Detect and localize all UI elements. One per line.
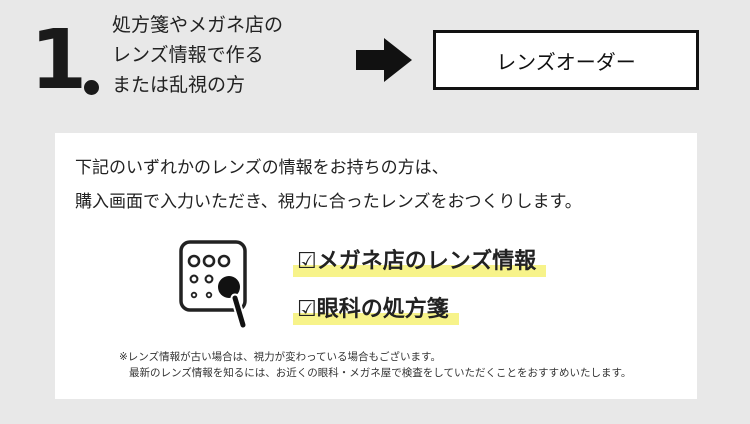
option-prescription-label: ☑眼科の処方箋 [297,297,449,322]
step-number: 1 [30,13,87,108]
footnote: ※レンズ情報が古い場合は、視力が変わっている場合もございます。 最新のレンズ情報… [119,349,631,381]
step-description-line: 処方箋やメガネ店の [112,14,284,36]
footnote-line: ※レンズ情報が古い場合は、視力が変わっている場合もございます。 [119,351,442,363]
info-intro-line: 下記のいずれかのレンズの情報をお持ちの方は、 [75,158,449,178]
step-description-line: レンズ情報で作る [112,44,264,66]
option-lens-info-label: ☑メガネ店のレンズ情報 [297,249,537,274]
info-intro: 下記のいずれかのレンズの情報をお持ちの方は、 購入画面で入力いただき、視力に合っ… [75,151,582,219]
option-prescription: ☑眼科の処方箋 [293,291,459,325]
info-intro-line: 購入画面で入力いただき、視力に合ったレンズをおつくりします。 [75,192,582,212]
eye-chart-magnifier-icon [179,240,248,330]
option-lens-info: ☑メガネ店のレンズ情報 [293,243,547,277]
info-card: 下記のいずれかのレンズの情報をお持ちの方は、 購入画面で入力いただき、視力に合っ… [55,133,697,399]
highlight-marker [293,313,459,325]
lens-order-button[interactable]: レンズオーダー [433,30,699,90]
footnote-line: 最新のレンズ情報を知るには、お近くの眼科・メガネ屋で検査をしていただくことをおす… [129,367,632,379]
step-description: 処方箋やメガネ店の レンズ情報で作る または乱視の方 [112,10,342,100]
step-description-line: または乱視の方 [112,74,246,96]
step-number-dot [84,80,99,95]
highlight-marker [293,265,547,277]
arrow-right-icon [356,38,412,82]
